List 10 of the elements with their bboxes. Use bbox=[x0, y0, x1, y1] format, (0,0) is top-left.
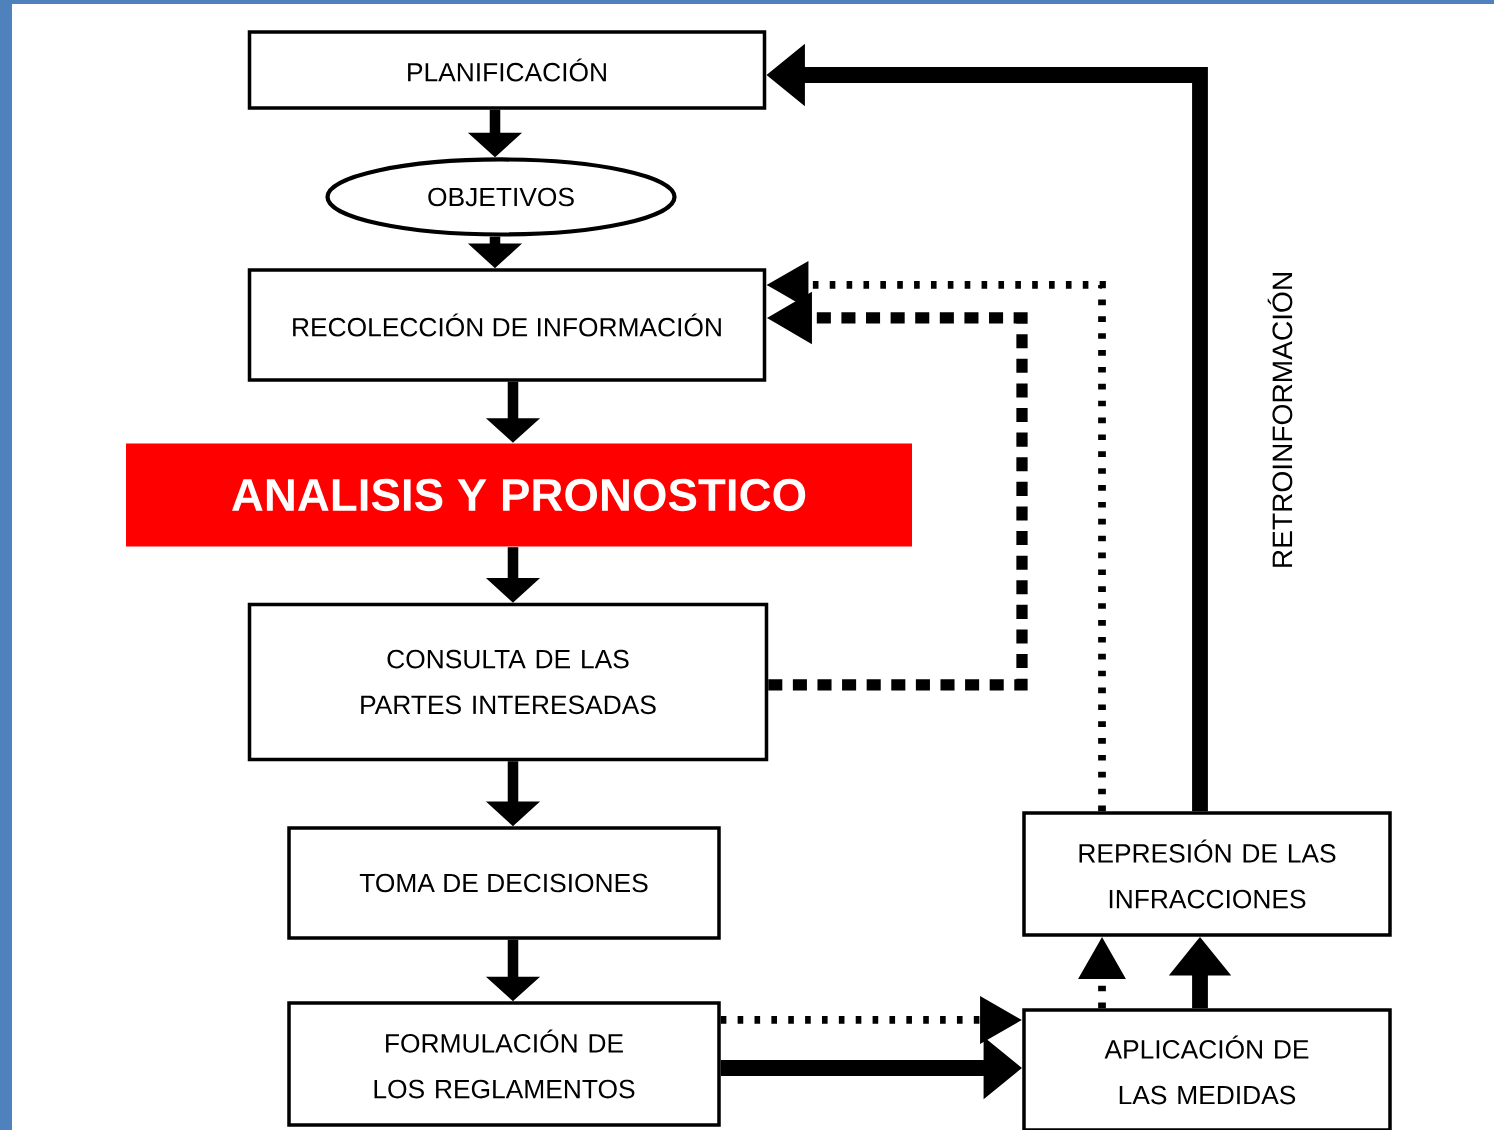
edge-label: RETROINFORMACIÓN bbox=[1264, 267, 1296, 573]
process-box: APLICACIÓN DE LAS MEDIDAS bbox=[1022, 1008, 1392, 1130]
process-box: RECOLECCIÓN DE INFORMACIÓN bbox=[247, 268, 767, 382]
process-box: TOMA DE DECISIONES bbox=[287, 826, 721, 940]
process-box: REPRESIÓN DE LAS INFRACCIONES bbox=[1022, 811, 1392, 937]
ellipse-node: OBJETIVOS bbox=[325, 157, 677, 237]
process-box: CONSULTA DE LAS PARTES INTERESADAS bbox=[247, 602, 769, 762]
process-box: PLANIFICACIÓN bbox=[247, 30, 767, 110]
title-band: ANALISIS Y PRONOSTICO bbox=[126, 443, 912, 547]
process-box: FORMULACIÓN DE LOS REGLAMENTOS bbox=[287, 1001, 721, 1127]
